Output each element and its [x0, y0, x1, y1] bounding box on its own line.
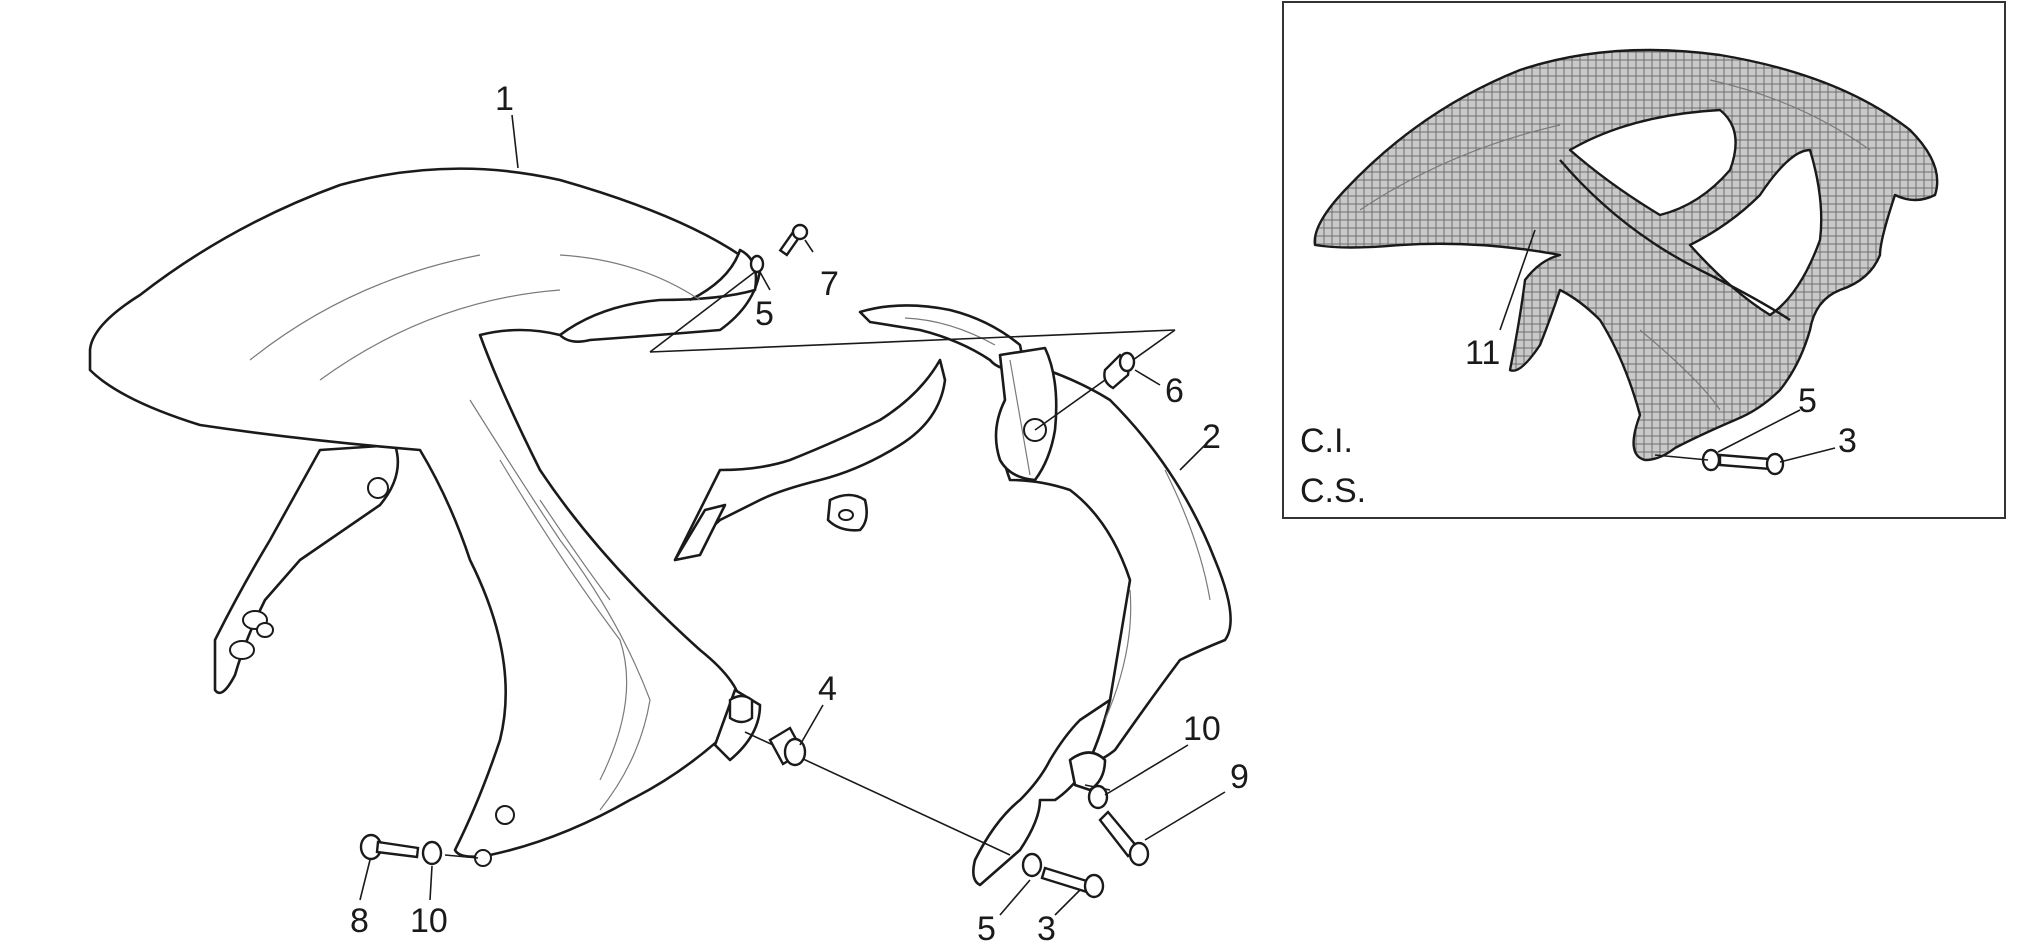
lug-hole: [838, 509, 854, 521]
washer-5-bottom: [1021, 852, 1043, 878]
callout-1: 1: [495, 80, 514, 118]
screw-9: [1098, 810, 1150, 867]
callout-3: 3: [1037, 910, 1056, 946]
inset-callout-11: 11: [1465, 334, 1500, 372]
callout-8: 8: [350, 902, 369, 940]
screw-7: [778, 223, 809, 257]
washer-10-left: [421, 840, 443, 866]
callout-7: 7: [820, 265, 839, 303]
inset-carbon-variant: 11 5 3 C.I. C.S.: [1282, 1, 2006, 519]
inset-note-cs: C.S.: [1300, 472, 1366, 510]
washer-10-right: [1087, 784, 1109, 810]
part2-leg-tab: [1068, 751, 1107, 792]
mudguard-part-2: [673, 304, 1232, 887]
callout-5-top: 5: [755, 295, 774, 333]
part2-tip: [673, 503, 727, 562]
callout-10-left: 10: [410, 902, 448, 940]
callout-5-bottom: 5: [977, 910, 996, 946]
callout-10-right: 10: [1183, 710, 1221, 748]
mudguard-stud: [728, 694, 754, 724]
inset-callout-5: 5: [1798, 382, 1817, 420]
mudguard-part-1: [88, 167, 762, 867]
bracket-hole: [229, 640, 255, 660]
part2-left-strut: [673, 358, 947, 562]
spacer-4: [768, 726, 807, 767]
inset-callout-3: 3: [1838, 422, 1857, 460]
mudguard-left-bracket: [213, 443, 400, 695]
carbon-inner-rim: [1559, 159, 1791, 321]
callout-2: 2: [1202, 418, 1221, 456]
mudguard-hole: [495, 805, 515, 825]
inset-note-ci: C.I.: [1300, 422, 1353, 460]
callout-6: 6: [1165, 372, 1184, 410]
hardware: [359, 223, 1150, 899]
inset-screw-3: [1718, 452, 1785, 476]
part2-bracket-post: [994, 346, 1058, 482]
carbon-window-upper: [1568, 108, 1737, 217]
screw-8: [359, 833, 420, 861]
mudguard-shell: [88, 167, 762, 858]
washer-5-top: [749, 254, 765, 274]
spacer-6: [1103, 351, 1136, 390]
carbon-window-lower: [1688, 148, 1823, 317]
bracket-hole: [256, 622, 274, 638]
callout-4: 4: [818, 670, 837, 708]
callout-labels: 1 2 6 7 5 4 10 9 5 3 8 10: [350, 80, 1249, 946]
bracket-hole: [367, 477, 389, 499]
screw-3: [1040, 866, 1105, 899]
mudguard-inner-edge: [559, 248, 758, 337]
callout-leaders: [359, 114, 1226, 916]
callout-9: 9: [1230, 758, 1249, 796]
